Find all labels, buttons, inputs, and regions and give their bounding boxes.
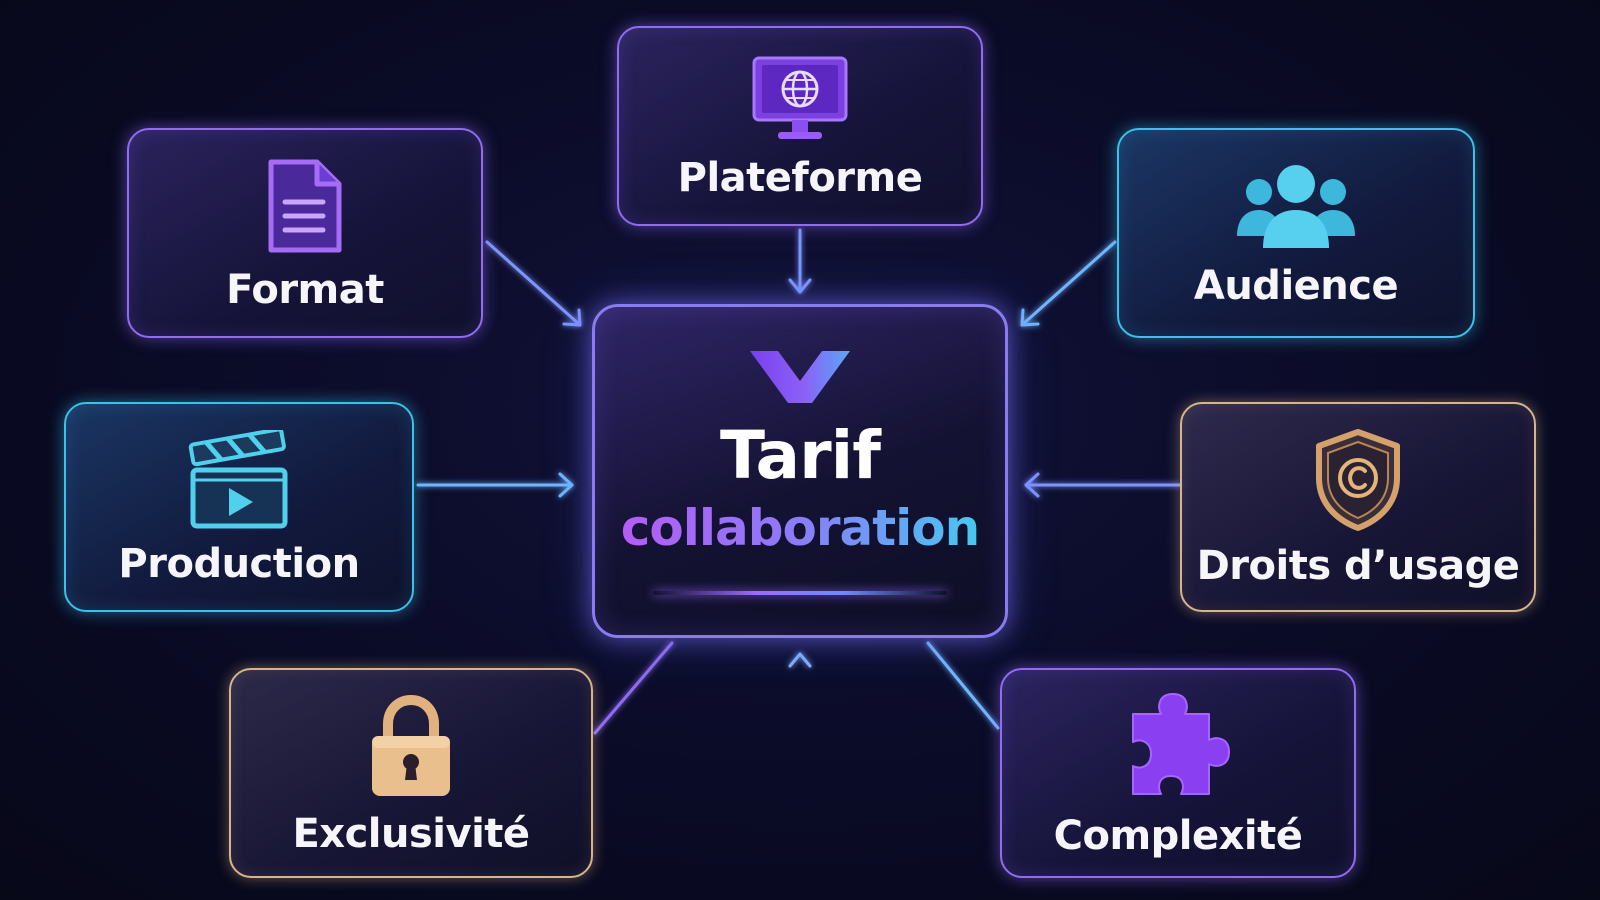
clapperboard-icon xyxy=(188,430,288,529)
center-underline-glow xyxy=(653,591,947,595)
users-group-icon xyxy=(1237,165,1355,248)
center-title: Tarif xyxy=(720,417,881,494)
monitor-globe-icon xyxy=(752,56,848,139)
node-droits: Droits d’usage xyxy=(1180,402,1536,612)
node-label-audience: Audience xyxy=(1193,263,1399,309)
copyright-shield-icon xyxy=(1316,429,1400,531)
puzzle-icon xyxy=(1132,693,1230,795)
node-plateforme: Plateforme xyxy=(617,26,983,226)
node-label-format: Format xyxy=(226,267,384,313)
node-production: Production xyxy=(64,402,414,612)
connector-exclusivite xyxy=(593,641,674,735)
node-audience: Audience xyxy=(1117,128,1475,338)
node-label-exclusivite: Exclusivité xyxy=(292,811,530,857)
node-label-droits: Droits d’usage xyxy=(1196,543,1520,589)
node-complexite: Complexité xyxy=(1000,668,1356,878)
connector-audience xyxy=(1020,240,1117,327)
connector-production xyxy=(416,472,574,498)
padlock-icon xyxy=(372,694,450,796)
v-chevron-logo-icon xyxy=(750,351,850,403)
node-exclusivite: Exclusivité xyxy=(229,668,593,878)
node-format: Format xyxy=(127,128,483,338)
node-label-complexite: Complexité xyxy=(1053,813,1303,859)
connector-format xyxy=(485,240,582,327)
connector-bottom-center xyxy=(788,652,812,862)
center-subtitle: collaboration xyxy=(620,499,981,557)
document-icon xyxy=(268,159,342,253)
node-label-plateforme: Plateforme xyxy=(677,155,923,201)
connector-plateforme xyxy=(788,228,812,294)
node-label-production: Production xyxy=(118,541,360,587)
connector-droits xyxy=(1024,472,1182,498)
center-node: Tarif collaboration xyxy=(592,304,1008,638)
connector-complexite xyxy=(926,641,1000,730)
